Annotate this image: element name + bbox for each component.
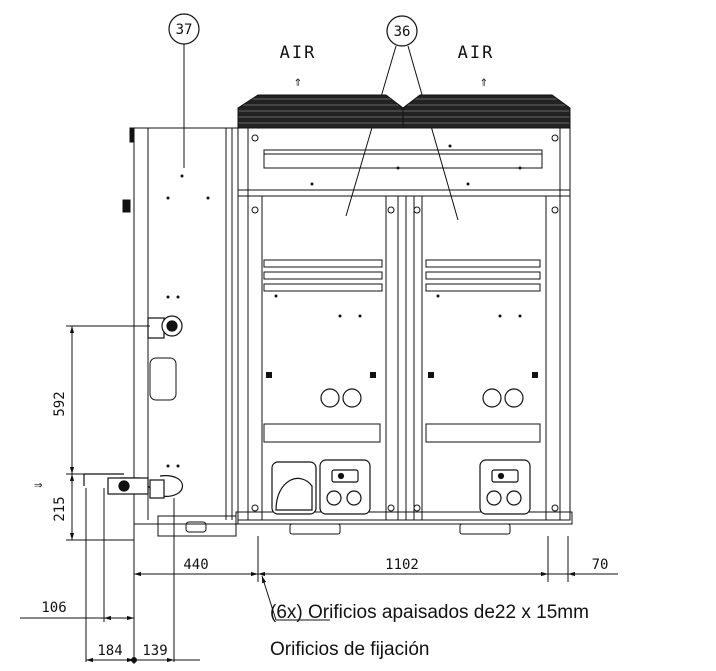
air-arrow-left-icon: ⇑ xyxy=(294,74,302,90)
dim-184-label: 184 xyxy=(97,643,122,659)
ports-left xyxy=(320,388,362,408)
bolts xyxy=(251,134,559,512)
dimension-vertical xyxy=(66,325,150,541)
service-valve-left xyxy=(271,459,371,515)
inlet-arrow-icon: ⇒ xyxy=(34,477,42,493)
pipe-connection-upper xyxy=(147,315,183,339)
callout-36: 36 xyxy=(345,15,459,221)
airflow-right: AIR ⇑ xyxy=(458,43,495,90)
callout-37-label: 37 xyxy=(176,22,193,38)
callout-37: 37 xyxy=(168,13,200,168)
callout-36-label: 36 xyxy=(394,24,411,40)
airflow-left: AIR ⇑ xyxy=(280,43,317,90)
ports-right xyxy=(482,388,524,408)
dim-1102-label: 1102 xyxy=(385,557,419,573)
dim-215-label: 215 xyxy=(52,496,68,521)
panel-dots xyxy=(274,144,522,318)
louvres-right xyxy=(425,259,541,443)
note-fixing-holes: Orificios de fijación xyxy=(270,639,429,660)
pipe-connection-lower xyxy=(83,473,184,499)
main-unit-frame xyxy=(235,127,573,535)
air-label-right: AIR xyxy=(458,43,495,63)
square-markers xyxy=(266,372,538,378)
dim-592-label: 592 xyxy=(52,391,68,416)
side-unit-dots xyxy=(166,174,210,468)
dim-440-label: 440 xyxy=(183,557,208,573)
dim-70-label: 70 xyxy=(592,557,609,573)
air-arrow-right-icon: ⇑ xyxy=(480,74,488,90)
service-valve-right xyxy=(479,459,531,515)
fan-grille-left xyxy=(237,94,404,129)
dimension-horizontal xyxy=(20,488,618,664)
air-label-left: AIR xyxy=(280,43,317,63)
fan-grille-right xyxy=(402,94,571,129)
datum-point xyxy=(131,657,137,663)
dim-106-label: 106 xyxy=(41,600,66,616)
note-slots: (6x) Orificios apaisados de22 x 15mm xyxy=(270,602,589,623)
dim-139-label: 139 xyxy=(142,643,167,659)
louvres-left xyxy=(263,259,383,443)
